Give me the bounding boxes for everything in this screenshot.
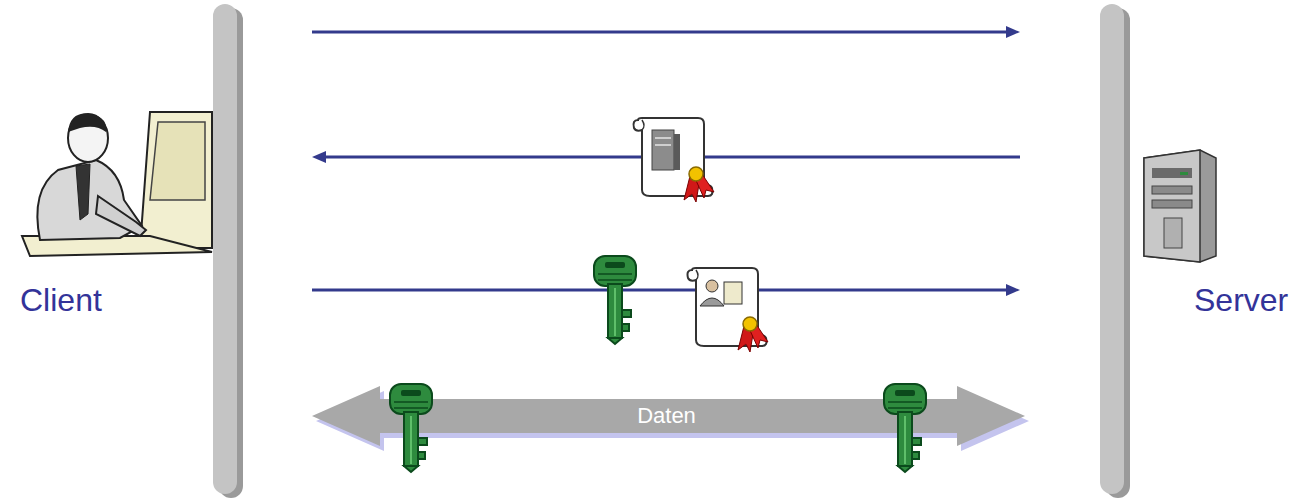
lifeline — [213, 4, 237, 494]
session-key — [594, 256, 636, 344]
session-key — [884, 384, 926, 472]
server-illustration — [1020, 0, 1316, 501]
edge-label: Daten — [637, 403, 696, 429]
message-arrow — [312, 284, 1020, 296]
participant: Server — [1020, 0, 1316, 501]
participant-label: Server — [1194, 282, 1288, 319]
server-certificate — [634, 118, 715, 202]
client-certificate — [688, 268, 769, 352]
participant-label: Client — [20, 282, 102, 319]
participant: Client — [0, 0, 312, 501]
session-key — [390, 384, 432, 472]
lifeline — [1100, 4, 1124, 494]
client-illustration — [0, 0, 312, 501]
message-arrow — [312, 26, 1020, 38]
